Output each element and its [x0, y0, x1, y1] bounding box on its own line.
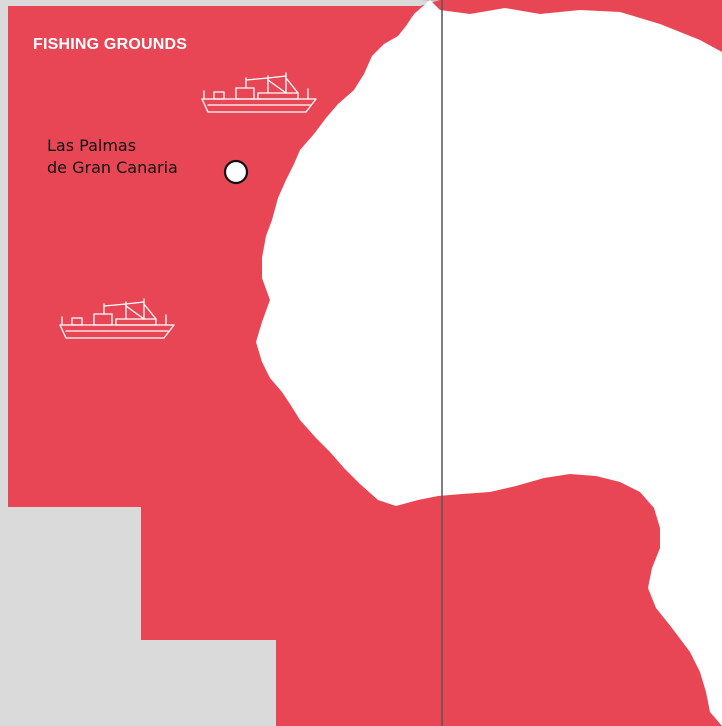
city-marker-icon: [223, 159, 249, 185]
city-label: Las Palmas de Gran Canaria: [47, 135, 178, 179]
fishing-vessel-icon: [201, 72, 317, 113]
africa-landmass: [256, 0, 722, 726]
city-name-line1: Las Palmas: [47, 136, 137, 155]
map-title: FISHING GROUNDS: [33, 36, 188, 53]
fishing-vessel-icon: [59, 298, 175, 339]
city-name-line2: de Gran Canaria: [47, 158, 178, 177]
